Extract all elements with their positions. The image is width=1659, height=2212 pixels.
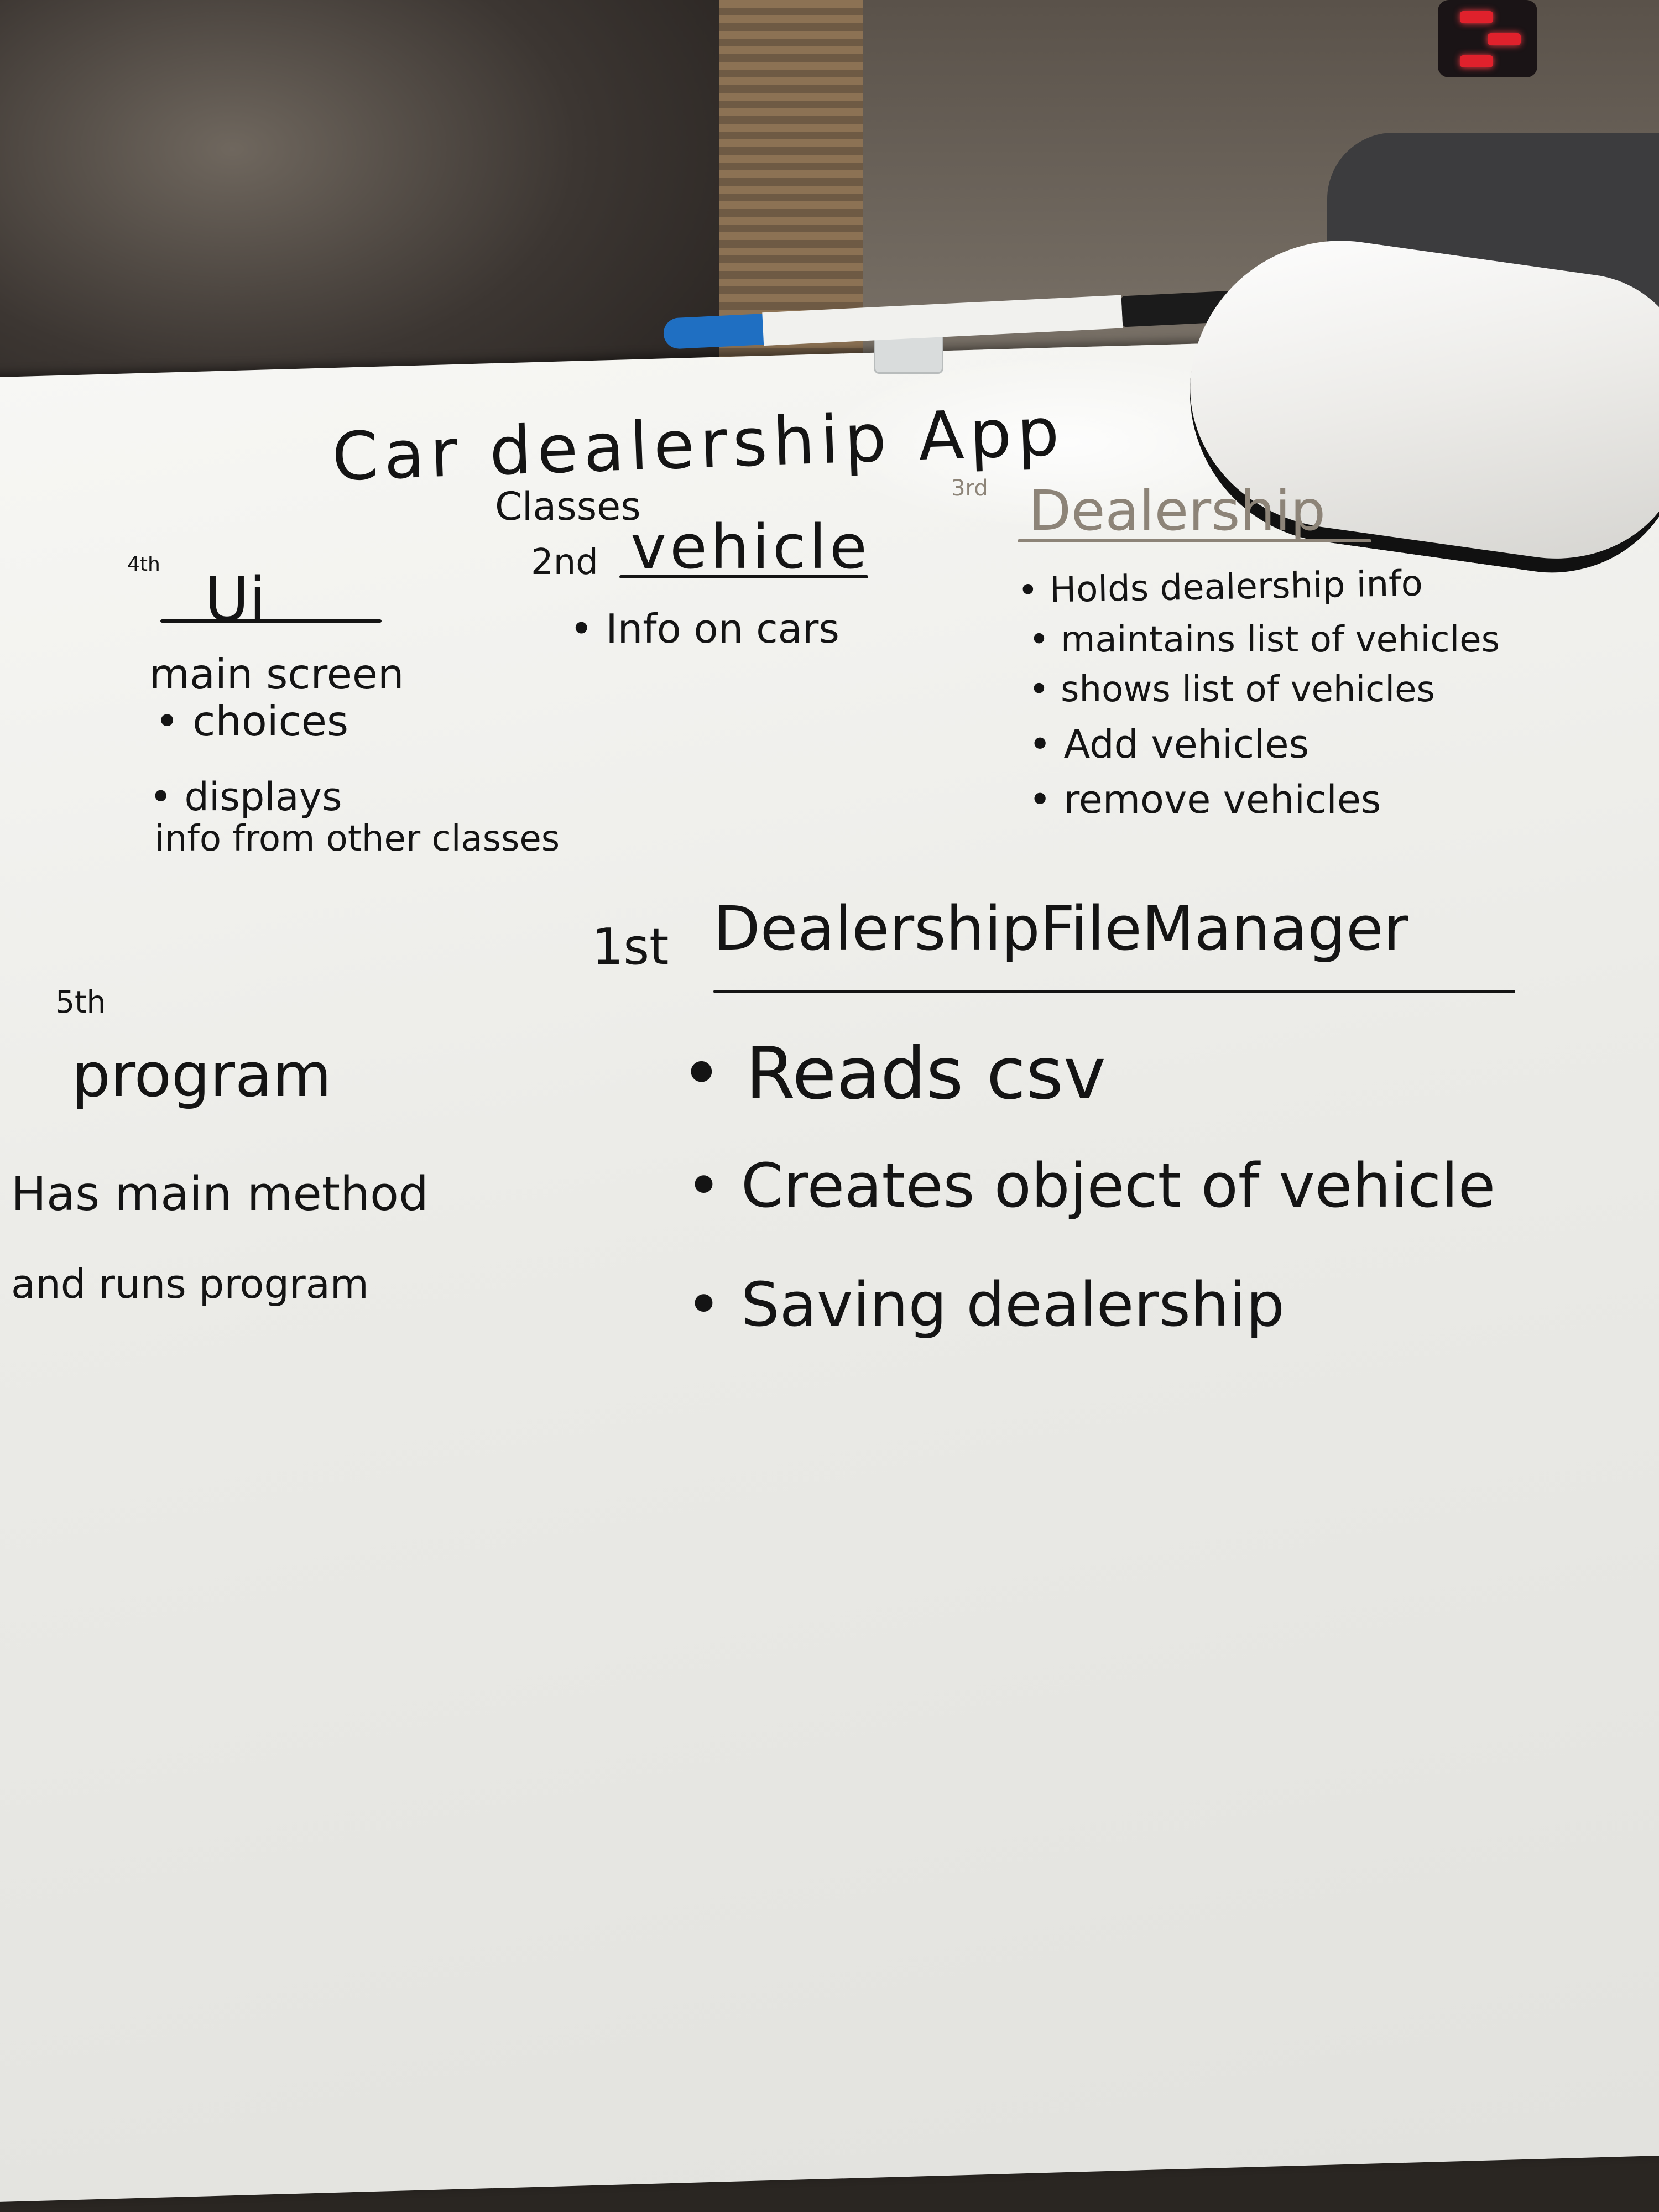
dealership-item: • shows list of vehicles <box>1029 669 1435 710</box>
dealership-item: • Add vehicles <box>1029 722 1310 767</box>
file-manager-order: 1st <box>592 918 669 976</box>
ui-underline <box>160 619 382 623</box>
program-heading: program <box>72 1040 332 1110</box>
led-clock <box>1438 0 1537 77</box>
program-item: Has main method <box>11 1167 429 1222</box>
program-item: and runs program <box>11 1261 369 1307</box>
ui-heading: Ui <box>205 564 267 635</box>
ui-item: info from other classes <box>155 818 560 859</box>
dealership-heading: Dealership <box>1029 478 1326 543</box>
file-manager-item: • Reads csv <box>680 1031 1106 1115</box>
file-manager-underline <box>713 990 1515 993</box>
dealership-item: • remove vehicles <box>1029 777 1381 822</box>
dealership-item: • maintains list of vehicles <box>1029 619 1500 660</box>
vehicle-underline <box>619 575 868 578</box>
dealership-item: • Holds dealership info <box>1017 563 1423 612</box>
file-manager-item: • Saving dealership <box>686 1269 1285 1340</box>
ui-item: • choices <box>155 697 349 745</box>
dealership-underline <box>1018 539 1371 542</box>
vehicle-item: • Info on cars <box>570 606 839 652</box>
file-manager-item: • Creates object of vehicle <box>686 1150 1496 1221</box>
vehicle-heading: vehicle <box>630 512 870 582</box>
program-order: 5th <box>55 984 106 1020</box>
file-manager-heading: DealershipFileManager <box>713 893 1408 964</box>
classes-label: Classes <box>495 484 641 529</box>
ui-item: • displays <box>149 774 342 820</box>
marker-cap <box>662 313 770 349</box>
ui-order: 4th <box>127 553 160 576</box>
ui-item: main screen <box>149 650 404 698</box>
vehicle-order: 2nd <box>531 542 598 583</box>
dealership-order: 3rd <box>951 476 988 501</box>
